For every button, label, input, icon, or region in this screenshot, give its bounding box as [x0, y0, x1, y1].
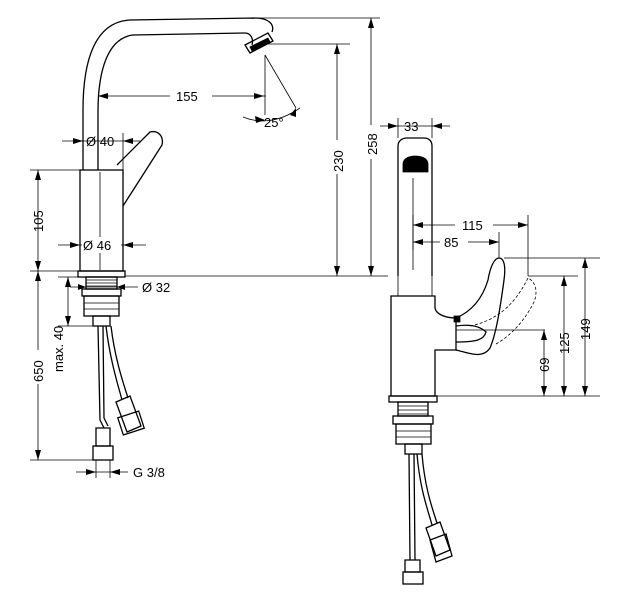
side-shank-bottom — [404, 443, 423, 455]
dim-base-diameter: Ø 46 — [58, 237, 146, 253]
dim-handle-h3: 149 — [578, 258, 593, 396]
connector-right-nut — [116, 410, 146, 436]
base-ring — [77, 270, 126, 278]
faucet-body — [79, 169, 124, 272]
dim-258-label: 258 — [365, 133, 380, 155]
side-washer — [395, 423, 432, 445]
dim-25-label: 25° — [264, 115, 284, 130]
dim-d40-label: Ø 40 — [86, 134, 114, 149]
connector-right — [115, 395, 142, 433]
dim-hose-length: 650 — [30, 271, 46, 460]
dim-149-label: 149 — [578, 318, 593, 340]
spout-inner — [97, 32, 254, 170]
side-hose-left — [408, 453, 411, 561]
dim-33-label: 33 — [404, 119, 418, 134]
dim-handle-h1: 69 — [537, 330, 552, 396]
fixing-washer — [83, 295, 120, 317]
dim-total-height: 258 — [363, 18, 380, 276]
dim-85-label: 85 — [444, 235, 458, 250]
dim-body-diameter: Ø 40 — [62, 133, 140, 170]
side-connector-right — [425, 521, 451, 557]
side-lever-inner — [455, 324, 487, 343]
hose-right-inner — [110, 325, 129, 399]
dim-d32-label: Ø 32 — [142, 280, 170, 295]
dim-69-label: 69 — [537, 358, 552, 372]
lever-handle — [116, 130, 164, 207]
hose-left — [97, 325, 105, 429]
side-connector-left — [404, 559, 421, 573]
dim-d46-label: Ø 46 — [83, 238, 111, 253]
connector-left — [95, 427, 111, 447]
dim-105-label: 105 — [31, 210, 46, 232]
dim-125-label: 125 — [557, 332, 572, 354]
spout-aerator — [244, 32, 274, 54]
dim-body-height: 105 — [31, 170, 46, 271]
side-lever — [455, 257, 506, 356]
washer-lines — [84, 302, 119, 310]
side-thread-lines — [398, 405, 428, 415]
dim-g38-label: G 3/8 — [133, 465, 165, 480]
side-hose-right — [416, 453, 433, 526]
thread-lines — [86, 279, 117, 287]
side-connector-left-nut — [402, 571, 424, 585]
dim-handle-depth-inner: 85 — [413, 234, 499, 250]
hose-right — [105, 325, 123, 401]
side-nut — [392, 415, 434, 425]
dim-115-label: 115 — [462, 218, 483, 233]
dim-spout-reach: 155 — [98, 55, 266, 115]
dim-thread-diameter: Ø 32 — [70, 280, 170, 295]
connector-left-nut — [92, 445, 114, 461]
dim-spout-angle: 25° — [242, 54, 301, 130]
dim-155-label: 155 — [176, 89, 198, 104]
dim-max40-label: max. 40 — [51, 326, 66, 372]
side-body — [390, 295, 457, 397]
spout-outer — [82, 17, 274, 170]
side-base-ring — [388, 395, 438, 403]
side-lever-hinge — [453, 315, 461, 323]
dim-650-label: 650 — [31, 360, 46, 382]
height-dimensions: 230 258 — [125, 17, 388, 277]
dim-connection: G 3/8 — [76, 460, 165, 480]
hose-left-inner — [102, 325, 109, 427]
dim-230-label: 230 — [331, 150, 346, 172]
side-aerator — [402, 155, 429, 173]
dim-outlet-width: 33 — [380, 119, 450, 134]
aerator-outlet — [249, 37, 271, 52]
dim-handle-depth-outer: 115 — [413, 217, 528, 233]
dim-max-thickness: max. 40 — [51, 277, 71, 372]
dim-outlet-height: 230 — [329, 44, 346, 276]
shank-bottom — [92, 315, 111, 327]
side-view — [388, 118, 600, 585]
fixing-nut — [81, 288, 122, 297]
side-spout-head — [397, 137, 433, 150]
dim-handle-h2: 125 — [557, 276, 572, 396]
front-view: 155 25° Ø 40 Ø 46 — [30, 17, 301, 480]
